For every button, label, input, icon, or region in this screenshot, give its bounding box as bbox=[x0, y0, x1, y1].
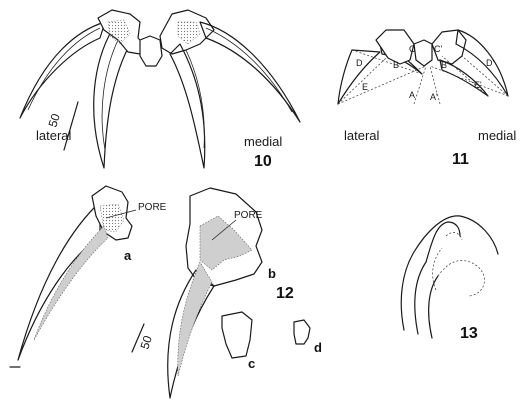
figure-12-scale-label: 50 bbox=[138, 334, 156, 351]
figure-11-number: 11 bbox=[452, 151, 469, 168]
point-label-e: E bbox=[362, 82, 368, 92]
figure-10-lateral-label: lateral bbox=[36, 128, 72, 143]
point-label-d: D bbox=[356, 58, 363, 68]
figure-13-number: 13 bbox=[460, 325, 478, 342]
point-label-a: A bbox=[409, 90, 415, 100]
point-label-b-prime: B' bbox=[441, 60, 449, 70]
point-label-a-prime: A' bbox=[430, 92, 438, 102]
figure-12c-drawing bbox=[221, 311, 253, 359]
figure-12a-pore-label: PORE bbox=[138, 202, 167, 213]
figure-10-medial-label: medial bbox=[244, 134, 282, 149]
figure-12c-sub-label: c bbox=[248, 356, 255, 371]
figure-11-lateral-label: lateral bbox=[344, 128, 380, 143]
figure-10-drawing bbox=[19, 9, 301, 169]
figure-12d-drawing bbox=[293, 319, 311, 345]
point-label-c-prime: C' bbox=[434, 44, 442, 54]
figure-12d-sub-label: d bbox=[314, 340, 322, 355]
figure-10-number: 10 bbox=[254, 153, 272, 170]
figure-13-drawing bbox=[400, 215, 499, 339]
figure-11-medial-label: medial bbox=[478, 128, 516, 143]
figure-10-scale-label: 50 bbox=[46, 112, 64, 129]
figure-12a-sub-label: a bbox=[124, 248, 132, 263]
point-label-b: B bbox=[393, 60, 399, 70]
figure-12b-sub-label: b bbox=[268, 266, 276, 281]
point-label-d-prime: D' bbox=[486, 58, 494, 68]
figure-11-drawing bbox=[337, 29, 509, 105]
figure-12b-drawing bbox=[131, 187, 263, 399]
point-label-e-prime: E' bbox=[474, 80, 482, 90]
figure-12a-drawing bbox=[9, 185, 137, 368]
figure-11-point-labels: A B C D E A' B' C' D' E' bbox=[356, 44, 494, 102]
figure-12-number: 12 bbox=[276, 285, 294, 302]
point-label-c: C bbox=[409, 44, 416, 54]
figure-12b-pore-label: PORE bbox=[234, 210, 263, 221]
